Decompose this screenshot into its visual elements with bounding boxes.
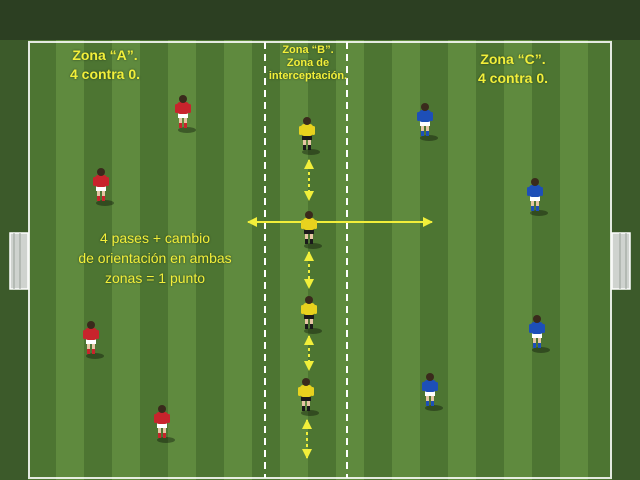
rule-line1: 4 pases + cambio: [99, 230, 211, 246]
zone-b-label: Zona “B”. Zona de interceptación.: [258, 44, 358, 83]
rule-line2: de orientación en ambas: [78, 250, 232, 266]
left-goal: [9, 232, 29, 290]
yellow-player: [298, 378, 319, 416]
field-lines: [28, 41, 612, 479]
red-player: [83, 321, 104, 359]
blue-player: [417, 103, 438, 141]
scoring-rule: 4 pases + cambio de orientación en ambas…: [40, 228, 270, 288]
rule-line3: zonas = 1 punto: [104, 270, 206, 286]
yellow-player: [301, 211, 322, 249]
blue-player: [422, 373, 443, 411]
zone-c-subtitle: 4 contra 0.: [477, 70, 549, 86]
zone-c-title: Zona “C”.: [480, 51, 546, 67]
grass: [28, 40, 612, 480]
zone-a-title: Zona “A”.: [72, 47, 138, 63]
zone-c-label: Zona “C”. 4 contra 0.: [458, 50, 568, 88]
blue-player: [529, 315, 550, 353]
zone-b-line1: Zona “B”.: [282, 44, 334, 56]
zone-b-line2: Zona de: [286, 57, 330, 69]
blue-player: [527, 178, 548, 216]
red-player: [93, 168, 114, 206]
zone-a-subtitle: 4 contra 0.: [69, 66, 141, 82]
red-player: [154, 405, 175, 443]
red-player: [175, 95, 196, 133]
yellow-player: [299, 117, 320, 155]
zone-b-line3: interceptación.: [268, 70, 348, 82]
interception-arrows: [302, 159, 314, 459]
right-goal: [611, 232, 631, 290]
zone-a-label: Zona “A”. 4 contra 0.: [50, 46, 160, 84]
yellow-player: [301, 296, 322, 334]
